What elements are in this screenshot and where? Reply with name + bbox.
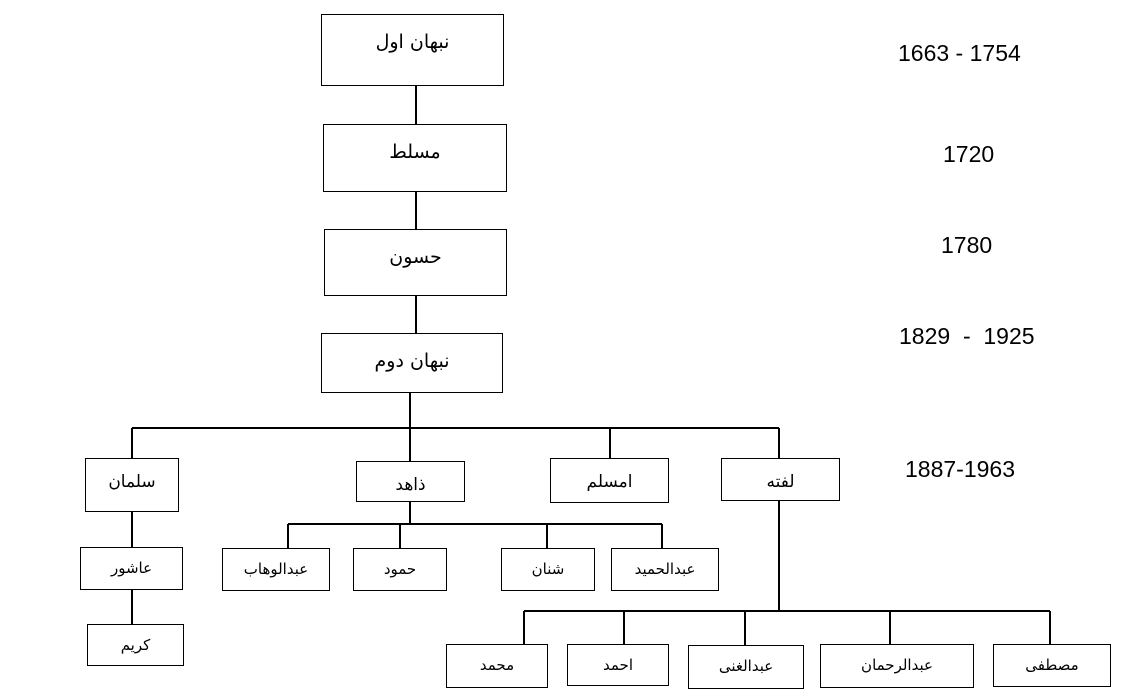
year-label-5: 1887-1963 [905,456,1015,482]
year-label-3: 1780 [941,232,993,258]
year-label-4: 1829 - 1925 [899,323,1035,349]
node-hammoud: حمود [353,548,447,591]
node-karim: كريم [87,624,184,666]
node-mostafa: مصطفى [993,644,1111,687]
node-nabhan-1: نبهان اول [321,14,504,86]
node-lafteh: لفته [721,458,840,501]
node-ahmad: احمد [567,644,669,686]
node-salman: سلمان [85,458,179,512]
year-label-2: 1720 [943,141,995,167]
node-hassoun: حسون [324,229,507,296]
node-aslam: امسلم [550,458,669,503]
node-shanan: شنان [501,548,595,591]
year-label-1: 1663 - 1754 [898,40,1021,66]
node-nabhan-2: نبهان دوم [321,333,503,393]
node-mosallat: مسلط [323,124,507,192]
node-abdolvahab: عبدالوهاب [222,548,330,591]
node-mohammad: محمد [446,644,548,688]
node-abdolhamid: عبدالحميد [611,548,719,591]
node-abdolrahman: عبدالرحمان [820,644,974,688]
node-ashour: عاشور [80,547,183,590]
node-abdolghani: عبدالغنى [688,645,804,689]
node-zahed: ذاهد [356,461,465,502]
